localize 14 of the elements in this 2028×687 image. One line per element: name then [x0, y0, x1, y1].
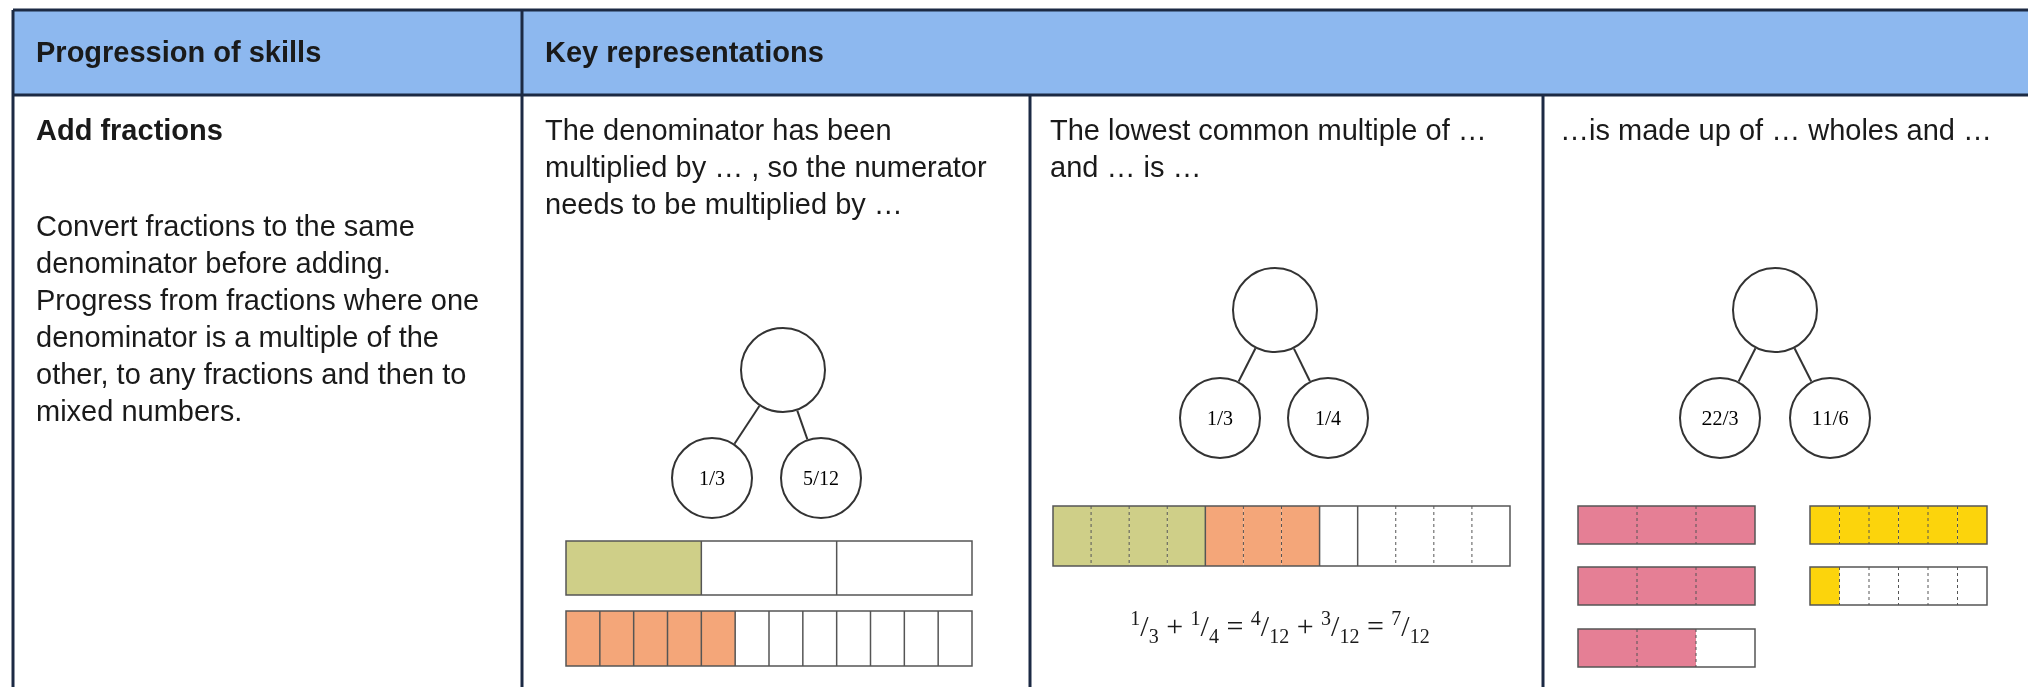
skill-description: Convert fractions to the same denominator before adding. Progress from fractions where one denominator is a multiple of the other, to any fractions and then to mixed numbers.: [36, 209, 481, 429]
connector-line: [1737, 347, 1757, 383]
column-heading: Progression of skills: [36, 35, 323, 70]
sentence-stem: The denominator has been multiplied by … , so the numerator needs to be multiplied by …: [545, 113, 988, 222]
column-heading: Key representations: [545, 35, 825, 70]
sentence-stem: The lowest common multiple of … and … is …: [1050, 113, 1488, 185]
connector-line: [1237, 347, 1257, 383]
connector-line: [733, 404, 761, 445]
equation: $^{1}$/$_{3}$ + $^{1}$/$_{4}$ = $^{4}$/$_{12}$ + $^{3}$/$_{12}$ = $^{7}$/$_{12}$: [1129, 606, 1431, 649]
skill-heading: Add fractions: [36, 113, 224, 148]
connector-line: [1292, 347, 1311, 383]
connector-line: [1793, 347, 1813, 383]
sentence-stem: …is made up of … wholes and …: [1560, 113, 1993, 148]
connector-line: [796, 409, 809, 441]
